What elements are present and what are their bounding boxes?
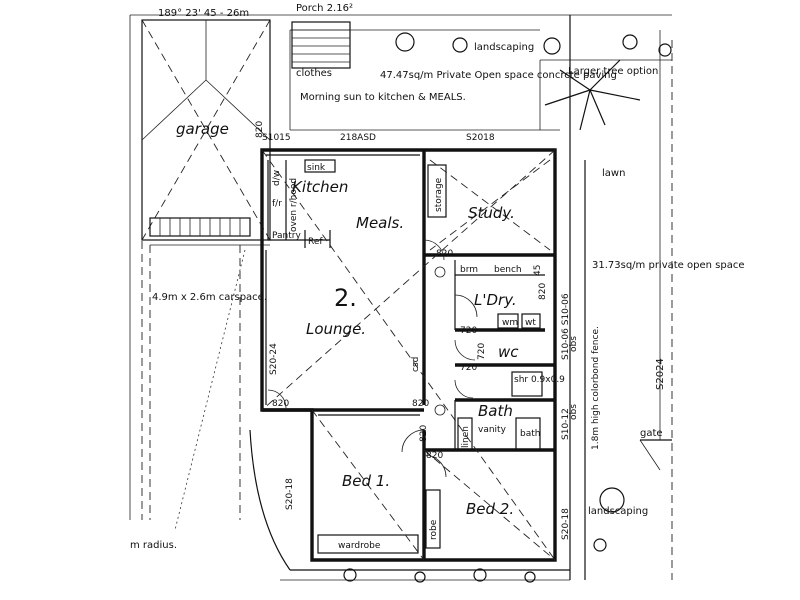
- room-study: Study.: [468, 204, 515, 222]
- vanity-label: vanity: [478, 425, 507, 435]
- csd-label: csd: [411, 357, 421, 372]
- wardrobe-label: wardrobe: [338, 541, 381, 551]
- dim-s2018-right: S20-18: [561, 508, 571, 540]
- lawn-label: lawn: [602, 168, 625, 179]
- gate-label: gate: [640, 428, 663, 439]
- dim-820-bed2: 820: [426, 451, 443, 461]
- morning-sun-label: Morning sun to kitchen & MEALS.: [300, 92, 466, 103]
- room-bath: Bath: [478, 402, 513, 420]
- landscaping-bottom-label: landscaping: [588, 506, 648, 517]
- dim-720-b: 720: [477, 343, 487, 360]
- dim-820-study: 820: [436, 249, 453, 259]
- room-lounge: Lounge.: [306, 320, 366, 338]
- dim-obs: obs: [569, 336, 579, 352]
- room-bed1: Bed 1.: [342, 472, 390, 490]
- dim-s2024: S20-24: [269, 343, 279, 375]
- dim-820-hall: 820: [412, 399, 429, 409]
- dim-s2018-left: S20-18: [285, 478, 295, 510]
- dim-820-top: 820: [255, 121, 265, 138]
- room-laundry: L'Dry.: [474, 291, 517, 309]
- dim-s1015: S1015: [262, 133, 291, 143]
- carspace-label: 4.9m x 2.6m carspace.: [152, 292, 267, 303]
- dim-218asd: 218ASD: [340, 133, 376, 143]
- washing-machine-label: wm: [502, 318, 518, 328]
- landscaping-marks: [343, 32, 672, 583]
- door-swings: [267, 239, 478, 478]
- bath-tub-label: bath: [520, 429, 540, 439]
- wash-tub-label: wt: [525, 318, 536, 328]
- broom-label: brm: [460, 265, 478, 275]
- site-boundary: [129, 14, 673, 581]
- fence-label: 1.8m high colorbond fence.: [591, 326, 601, 450]
- landscaping-top-label: landscaping: [474, 42, 534, 53]
- unit-number: 2.: [334, 284, 357, 312]
- garage: [141, 19, 271, 241]
- construction-diagonals: [261, 149, 556, 561]
- larger-tree-label: Larger tree option: [568, 66, 658, 77]
- fridge-label: f/r: [272, 199, 282, 209]
- dim-720-c: 720: [460, 363, 477, 373]
- bench-label: bench: [494, 265, 522, 275]
- carspace: [149, 244, 291, 571]
- ref-label: Ref: [308, 237, 323, 247]
- private-open-space-label: 47.47sq/m Private Open space concrcte pa…: [380, 70, 617, 81]
- room-garage: garage: [176, 120, 229, 138]
- robe-label: robe: [429, 519, 439, 540]
- dim-obs-2: obs: [569, 404, 579, 420]
- private-open-space-right-label: 31.73sq/m private open space: [592, 260, 744, 271]
- dim-45: 45: [533, 265, 543, 276]
- dim-s1006: S10-06 S10-06: [561, 293, 571, 360]
- porch-label: Porch 2.16²: [296, 3, 353, 14]
- room-bed2: Bed 2.: [466, 500, 514, 518]
- radius-label: m radius.: [130, 540, 177, 551]
- dishwasher-label: d/w: [272, 170, 282, 186]
- right-dimension-label: S2024: [655, 358, 666, 390]
- linen-label: linen: [461, 426, 471, 448]
- sink-label: sink: [307, 163, 326, 173]
- pantry-label: Pantry: [272, 231, 301, 241]
- room-wc: wc: [498, 343, 519, 361]
- bearing-label: 189° 23' 45 - 26m: [158, 8, 249, 19]
- storage-label: storage: [434, 177, 444, 212]
- dim-820-ldry: 820: [538, 283, 548, 300]
- dim-s2018: S2018: [466, 133, 495, 143]
- oven-label: oven r/hood: [289, 178, 299, 232]
- dim-720-a: 720: [460, 326, 477, 336]
- dim-820-bed1: 820: [419, 425, 429, 442]
- clothes-label: clothes: [296, 68, 332, 79]
- room-meals: Meals.: [356, 214, 404, 232]
- dim-s1012: S10-12: [561, 408, 571, 440]
- shower-label: shr 0.9x0.9: [514, 375, 565, 385]
- dim-820-lounge: 820: [272, 399, 289, 409]
- room-kitchen: Kitchen: [292, 178, 348, 196]
